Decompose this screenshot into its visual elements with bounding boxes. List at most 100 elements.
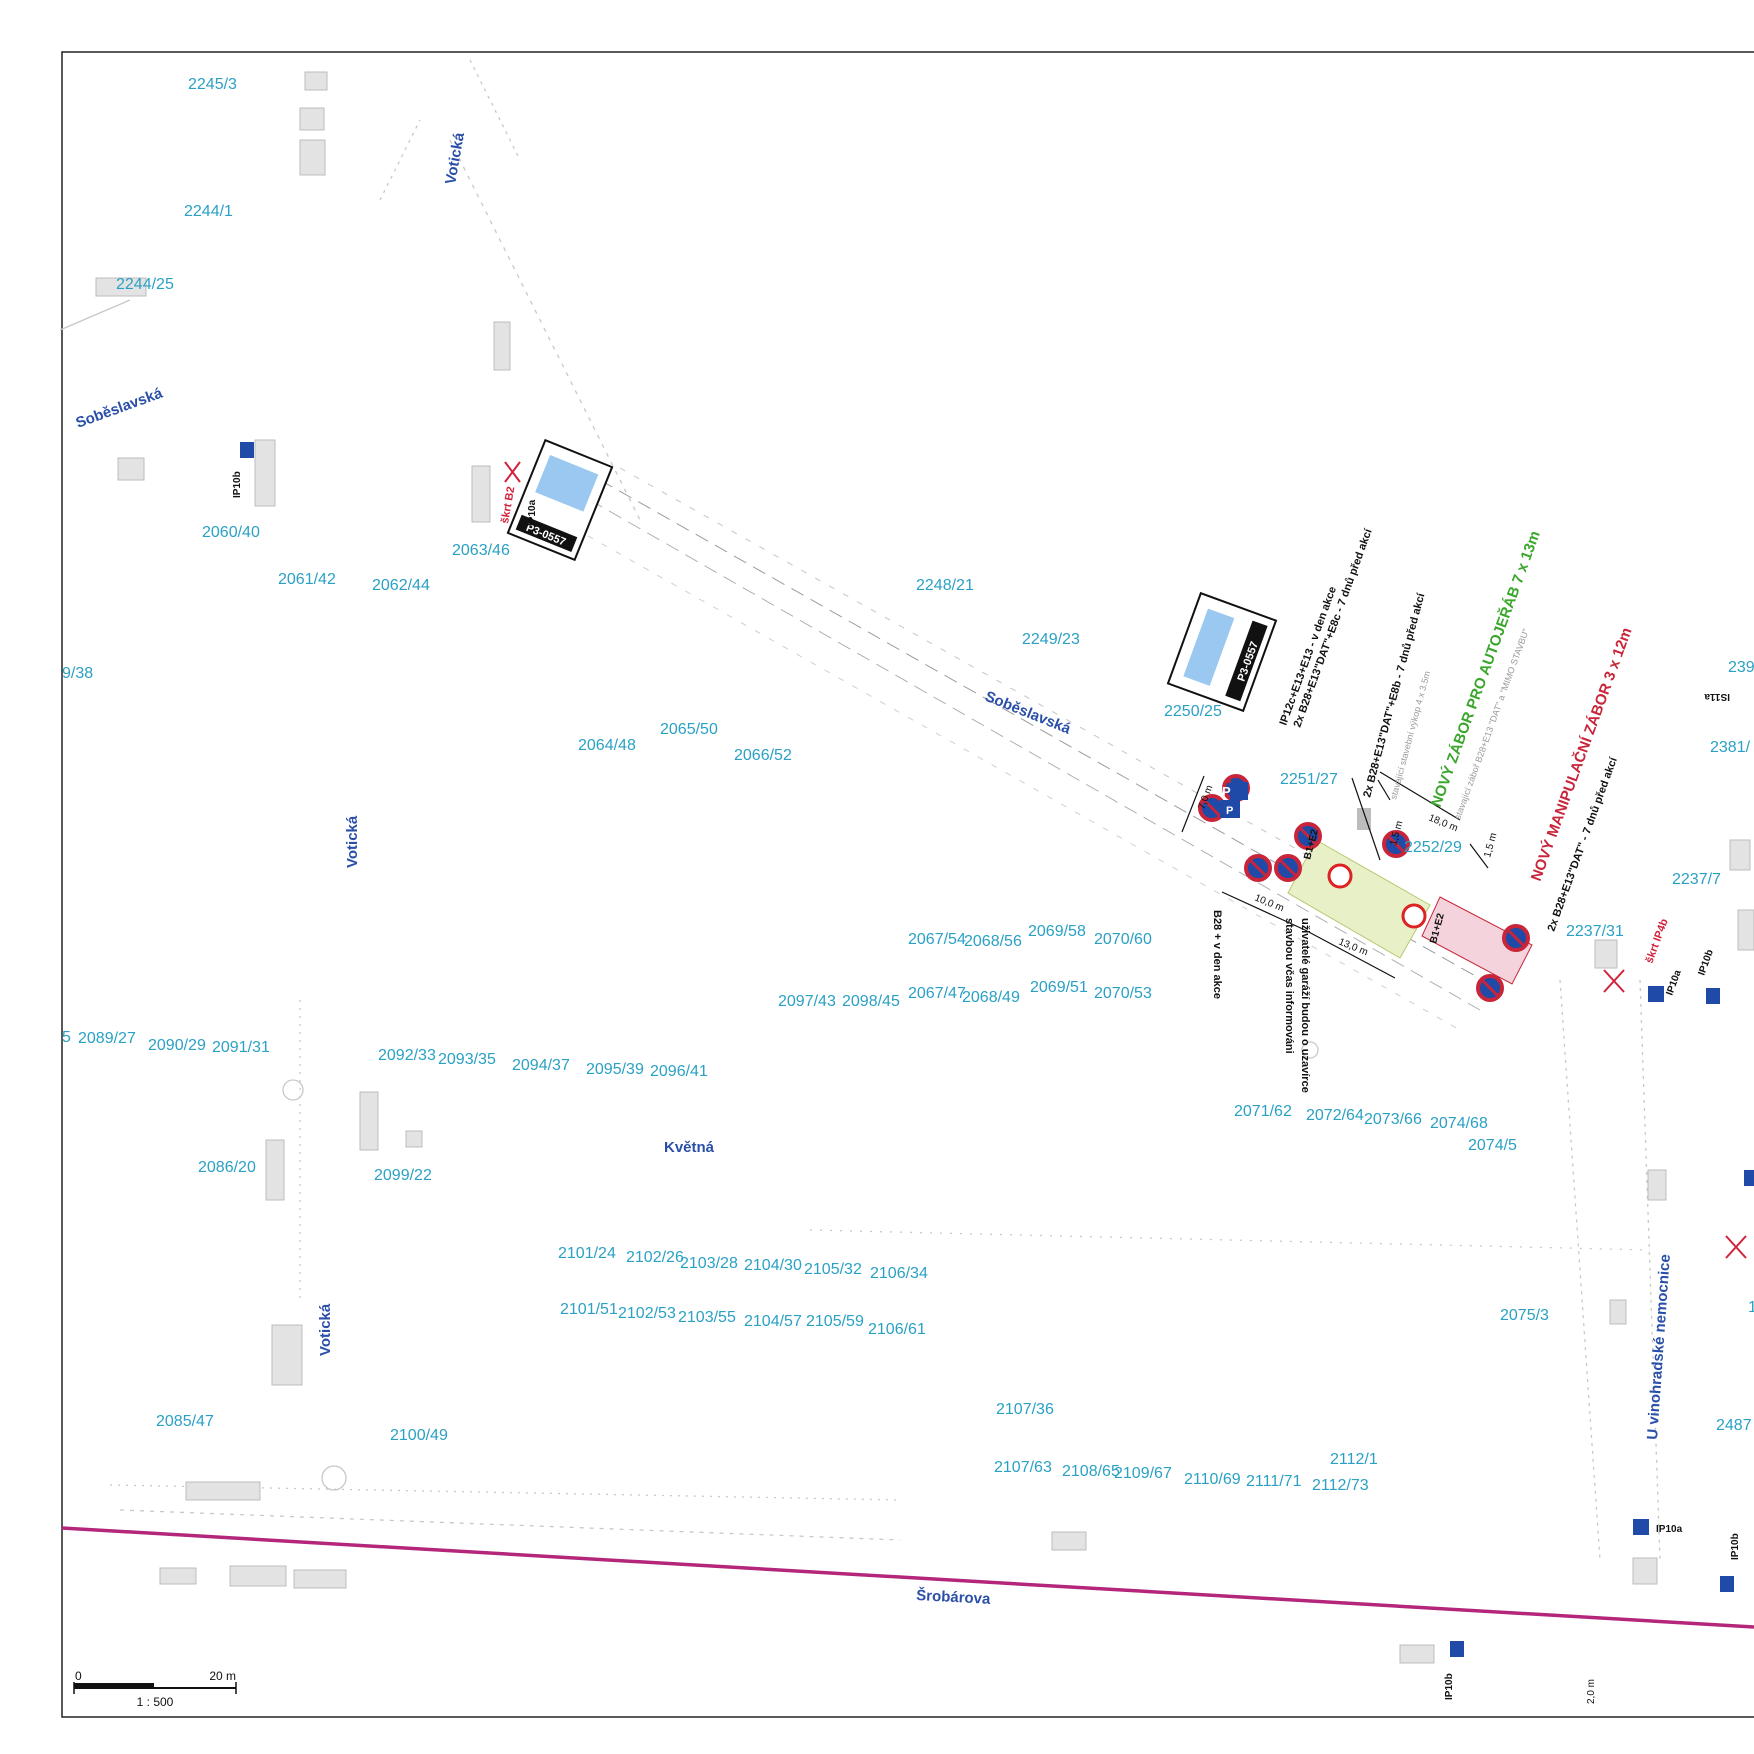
parcel-label: 2103/55: [678, 1309, 736, 1326]
parcel-label: 2487: [1716, 1417, 1752, 1434]
street-voticka-2: Votická: [344, 815, 361, 868]
parcel-label: 2073/66: [1364, 1111, 1422, 1128]
parcel-label: 2099/22: [374, 1167, 432, 1184]
parcel-label: 2112/73: [1312, 1477, 1369, 1494]
label-ip10b-d: IP10b: [1444, 1673, 1455, 1700]
parcel-label: 2248/21: [916, 577, 974, 594]
parcel-label: 2085/47: [156, 1413, 214, 1430]
parcel-label: 2067/47: [908, 985, 966, 1002]
parcel-label: 2069/51: [1030, 979, 1088, 996]
parcel-label: 2062/44: [372, 577, 430, 594]
parcel-label: 2110/69: [1184, 1471, 1241, 1488]
street-kvetna: Květná: [664, 1139, 715, 1156]
parcel-label: 9/38: [62, 665, 93, 682]
parking-board-2: P3-0557: [1166, 591, 1278, 713]
parcel-label: 2244/1: [184, 203, 233, 220]
parcel-label: 2111/71: [1246, 1473, 1302, 1490]
parcel-label: 2250/25: [1164, 703, 1222, 720]
parcel-label: 2237/31: [1566, 923, 1624, 940]
parcel-label: 2112/1: [1330, 1451, 1378, 1468]
parcel-label: 2092/33: [378, 1047, 436, 1064]
note-b28-day: B28 + v den akce: [1211, 910, 1223, 999]
parcel-label: 2065/50: [660, 721, 718, 738]
parcel-label: 2237/7: [1672, 871, 1721, 888]
parcel-label: 2096/41: [650, 1063, 708, 1080]
map-frame: [61, 51, 1754, 1718]
parcel-label: 2245/3: [188, 76, 237, 93]
label-is11a: IS11a: [1704, 691, 1730, 702]
parcel-label: 2074/68: [1430, 1115, 1488, 1132]
parcel-label: 2109/67: [1114, 1465, 1172, 1482]
parcel-label: 2071/62: [1234, 1103, 1292, 1120]
construction-zones: [1287, 808, 1533, 985]
parcel-label: 2074/5: [1468, 1137, 1517, 1154]
parcel-label: 2089/27: [78, 1030, 136, 1047]
cadastral-boundary-line: [61, 1526, 1754, 1629]
parcel-label: 2244/25: [116, 276, 174, 293]
parcel-label: 2107/63: [994, 1459, 1052, 1476]
label-ip10a-a: IP10a: [527, 499, 538, 526]
parcel-label: 2106/34: [870, 1265, 928, 1282]
no-parking-signs: [1198, 774, 1530, 1002]
parcel-label: 2063/46: [452, 542, 510, 559]
parcel-label: 1: [1748, 1299, 1754, 1316]
parcel-label: 2067/54: [908, 931, 966, 948]
parcel-label: 2104/30: [744, 1257, 802, 1274]
parcel-label: 2066/52: [734, 747, 792, 764]
parcel-label: 239: [1728, 659, 1754, 676]
dimension-lines: [1181, 771, 1489, 979]
parcel-label: 2094/37: [512, 1057, 570, 1074]
parcel-label: 2104/57: [744, 1313, 802, 1330]
label-p-sign: P: [1222, 784, 1231, 799]
parcel-label: 2101/51: [560, 1301, 618, 1318]
strike-crosses: [504, 461, 1747, 1259]
parcel-label: 2091/31: [212, 1039, 270, 1056]
scale-ratio: 1 : 500: [137, 1695, 174, 1709]
parcel-label: 2090/29: [148, 1037, 206, 1054]
parcel-label: 2249/23: [1022, 631, 1080, 648]
parcel-label: 2100/49: [390, 1427, 448, 1444]
parcel-label: 2069/58: [1028, 923, 1086, 940]
dim-20: 2,0 m: [1586, 1679, 1597, 1704]
parcel-label: 2102/26: [626, 1249, 684, 1266]
parcel-labels: 2245/3 2244/1 2244/25 2060/40 2063/46 20…: [62, 76, 1754, 1494]
parcel-label: 2101/24: [558, 1245, 616, 1262]
parcel-label: 2103/28: [680, 1255, 738, 1272]
manipulation-zone-area: [1421, 896, 1533, 985]
scale-bar: 0 20 m 1 : 500: [73, 1669, 237, 1709]
parcel-label: 2105/59: [806, 1313, 864, 1330]
parcel-label: 2070/60: [1094, 931, 1152, 948]
parking-board-1: P3-0557: [506, 438, 614, 562]
label-ip10b-c: IP10b: [1730, 1533, 1741, 1560]
parcel-label: 2098/45: [842, 993, 900, 1010]
parcel-label: 2252/29: [1404, 839, 1462, 856]
parcel-label: 2102/53: [618, 1305, 676, 1322]
parcel-label: 2072/64: [1306, 1107, 1364, 1124]
label-ip10b-a: IP10b: [232, 471, 243, 498]
parcel-label: 2064/48: [578, 737, 636, 754]
scale-twenty: 20 m: [209, 1669, 236, 1683]
parcel-label: 2251/27: [1280, 771, 1338, 788]
street-srobarova: Šrobárova: [916, 1586, 992, 1608]
parcel-label: 2068/49: [962, 989, 1020, 1006]
parcel-label: 2097/43: [778, 993, 836, 1010]
parcel-label: 5: [62, 1029, 71, 1046]
label-ip10a-c: IP10a: [1656, 1524, 1683, 1535]
street-voticka-3: Votická: [317, 1303, 334, 1356]
parcel-label: 2070/53: [1094, 985, 1152, 1002]
note-garage-2: stavbou včas informováni: [1283, 918, 1295, 1054]
note-garage-1: uživatelé garáží budou o uzavírce: [1299, 918, 1311, 1093]
parcel-label: 2106/61: [868, 1321, 926, 1338]
parcel-label: 2075/3: [1500, 1307, 1549, 1324]
parcel-label: 2107/36: [996, 1401, 1054, 1418]
parcel-label: 2105/32: [804, 1261, 862, 1278]
scale-zero: 0: [75, 1669, 82, 1683]
parcel-label: 2095/39: [586, 1061, 644, 1078]
parcel-label: 2086/20: [198, 1159, 256, 1176]
background-linework: [59, 59, 1754, 1664]
parcel-label: 2093/35: [438, 1051, 496, 1068]
label-p-sign2: P: [1226, 805, 1233, 817]
parcel-label: 2068/56: [964, 933, 1022, 950]
parcel-label: 2381/: [1710, 739, 1751, 756]
